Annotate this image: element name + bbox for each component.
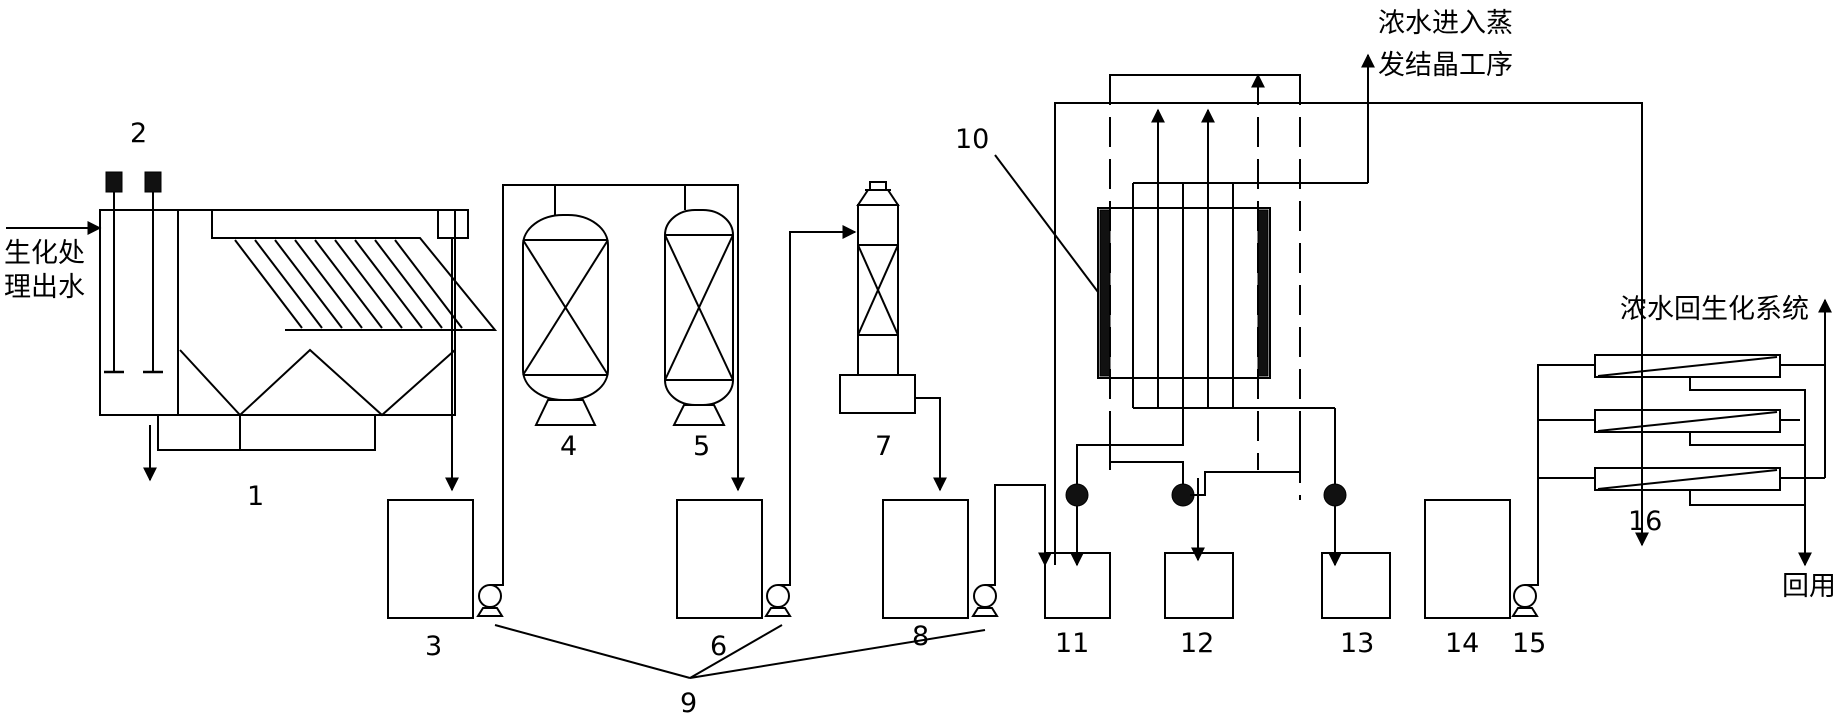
filter-vessel-4	[522, 200, 609, 426]
filter-vessel-5	[664, 184, 745, 492]
label-3: 3	[425, 631, 442, 662]
label-9: 9	[680, 688, 697, 719]
concentrate-evap-label-line1: 浓水进入蒸	[1378, 8, 1513, 39]
label-10: 10	[955, 124, 989, 155]
label-6: 6	[710, 631, 727, 662]
sedimentation-tank	[6, 171, 498, 482]
inlet-label-line1: 生化处	[4, 238, 85, 269]
recirc-pump-13	[1323, 483, 1347, 507]
inlet-label-line2: 理出水	[4, 272, 85, 303]
label-1: 1	[247, 481, 264, 512]
label-5: 5	[693, 431, 710, 462]
label-16: 16	[1628, 506, 1662, 537]
label-12: 12	[1180, 628, 1214, 659]
concentrate-bio-label: 浓水回生化系统	[1620, 294, 1809, 325]
tank-13	[1321, 552, 1391, 619]
inclined-plates	[234, 239, 463, 329]
recirc-pump-11	[1065, 408, 1184, 567]
tank-11	[1044, 552, 1111, 619]
leader-lines-9	[494, 624, 986, 679]
label-14: 14	[1445, 628, 1479, 659]
label-11: 11	[1055, 628, 1089, 659]
pump-15	[1511, 584, 1539, 617]
tank-8	[882, 499, 969, 619]
pump-6	[764, 584, 792, 617]
label-4: 4	[560, 431, 577, 462]
reuse-label: 回用	[1782, 571, 1834, 602]
pump-3	[476, 584, 504, 617]
label-7: 7	[875, 431, 892, 462]
recirc-pump-12	[1109, 420, 1301, 562]
tower-7	[839, 181, 947, 492]
concentrate-evap-label-line2: 发结晶工序	[1378, 50, 1513, 81]
tank-14	[1424, 499, 1511, 619]
label-8: 8	[912, 621, 929, 652]
stirrers	[104, 171, 163, 374]
ed-stack-10	[994, 53, 1649, 567]
label-15: 15	[1512, 628, 1546, 659]
tank-6	[676, 499, 763, 619]
tank-12	[1164, 552, 1234, 619]
label-2: 2	[130, 118, 147, 149]
ro-modules-16	[1525, 298, 1832, 586]
tank-3	[387, 238, 474, 619]
label-13: 13	[1340, 628, 1374, 659]
pump-8	[971, 584, 999, 617]
